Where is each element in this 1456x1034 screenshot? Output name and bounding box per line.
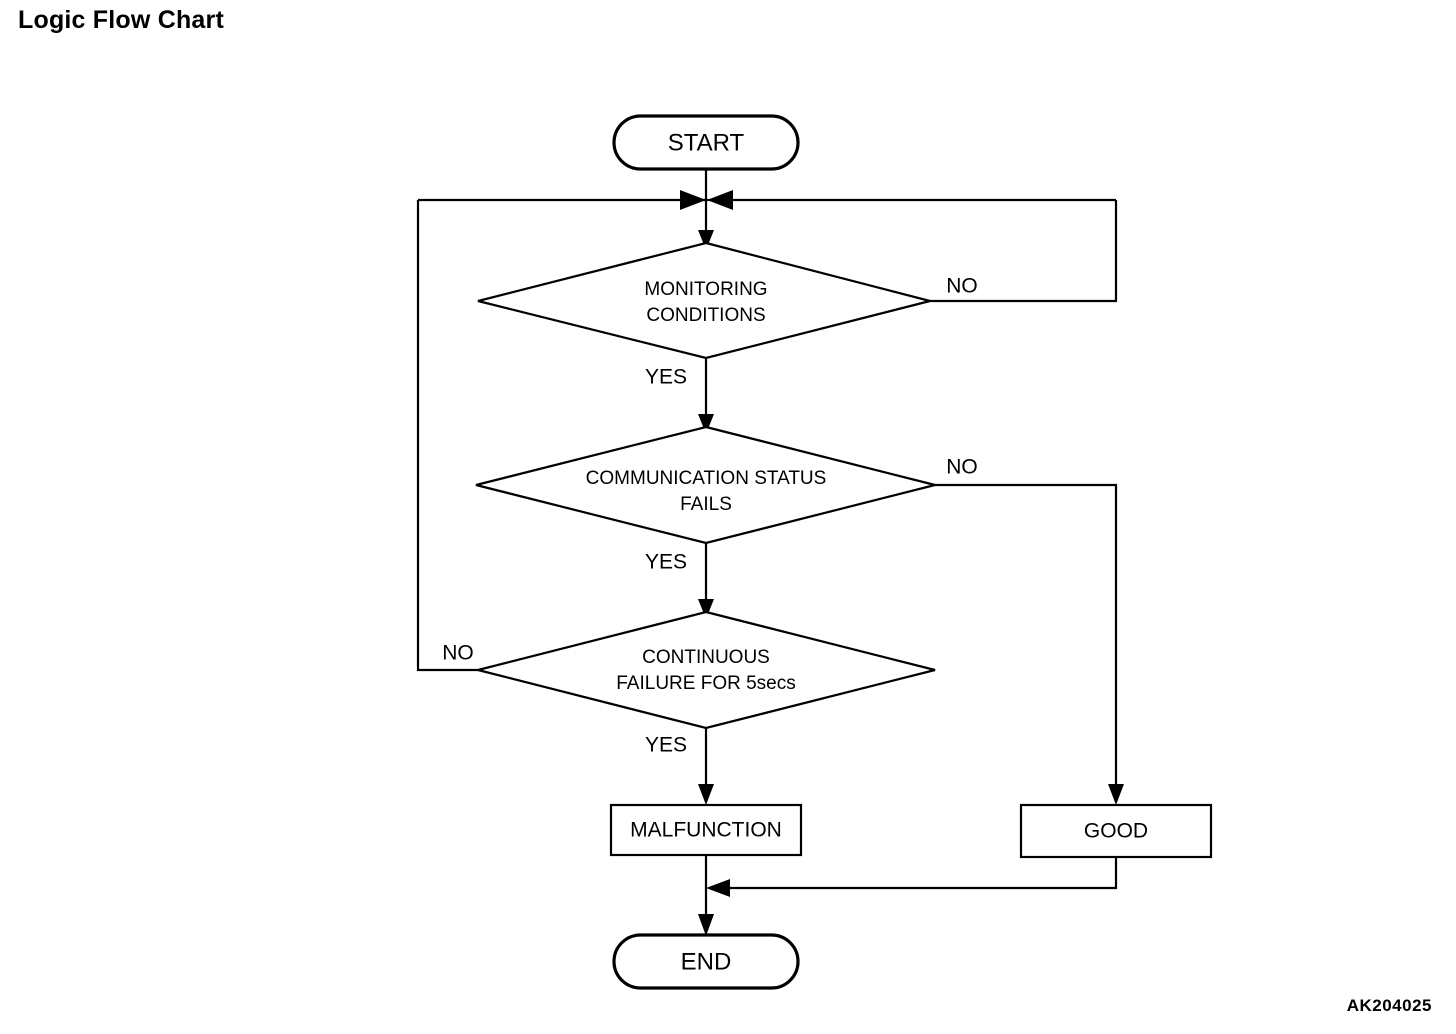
edge-good-to-merge bbox=[706, 857, 1118, 897]
node-d1-label-line1: MONITORING bbox=[644, 279, 767, 300]
edge-d1-yes bbox=[698, 358, 714, 434]
node-end[interactable]: END bbox=[612, 933, 800, 990]
node-good[interactable]: GOOD bbox=[1019, 803, 1213, 859]
node-good-label: GOOD bbox=[1084, 820, 1148, 843]
node-d3-label-line2: FAILURE FOR 5secs bbox=[616, 673, 796, 694]
node-d2-label-line1: COMMUNICATION STATUS bbox=[586, 468, 827, 489]
node-d1-label-line2: CONDITIONS bbox=[646, 305, 765, 326]
edge-label-no-2: NO bbox=[946, 456, 978, 479]
node-start-label: START bbox=[668, 129, 745, 156]
edge-d3-no-loop bbox=[416, 200, 478, 672]
node-malfunction-label: MALFUNCTION bbox=[630, 819, 782, 842]
node-end-label: END bbox=[681, 948, 732, 975]
edge-label-yes-3: YES bbox=[645, 734, 687, 757]
junction-bar bbox=[418, 190, 1116, 210]
node-d3-label-line1: CONTINUOUS bbox=[642, 647, 770, 668]
node-malfunction[interactable]: MALFUNCTION bbox=[609, 803, 803, 857]
edge-label-yes-2: YES bbox=[645, 551, 687, 574]
edge-label-no-1: NO bbox=[946, 275, 978, 298]
node-decision-communication-status-fails[interactable]: COMMUNICATION STATUS FAILS bbox=[475, 425, 936, 545]
edge-d1-no-loop bbox=[930, 200, 1118, 303]
node-d2-label-line2: FAILS bbox=[680, 494, 732, 515]
edge-label-no-3: NO bbox=[442, 642, 474, 665]
node-decision-monitoring-conditions[interactable]: MONITORING CONDITIONS bbox=[477, 241, 931, 360]
node-decision-continuous-failure[interactable]: CONTINUOUS FAILURE FOR 5secs bbox=[477, 610, 936, 730]
node-start[interactable]: START bbox=[612, 114, 800, 171]
edge-d2-yes bbox=[698, 543, 714, 619]
page-title: Logic Flow Chart bbox=[18, 6, 224, 34]
edge-d3-yes-to-malfunction bbox=[698, 728, 714, 805]
edge-malfunction-to-end bbox=[698, 855, 714, 936]
edge-label-yes-1: YES bbox=[645, 366, 687, 389]
edge-start-to-junction bbox=[698, 168, 714, 250]
watermark-code: AK204025 bbox=[1346, 996, 1432, 1015]
edge-d2-no-to-good bbox=[935, 483, 1124, 805]
